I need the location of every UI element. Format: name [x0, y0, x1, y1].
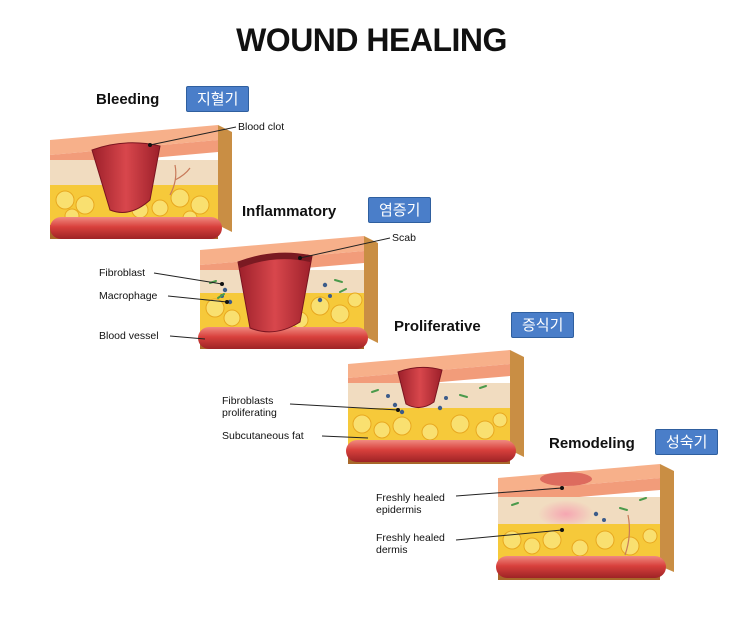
label-blood-vessel: Blood vessel [99, 330, 159, 342]
wound [397, 366, 443, 408]
diagram-title: WOUND HEALING [236, 22, 507, 58]
label-scab: Scab [392, 232, 416, 244]
leader-scab [299, 237, 391, 259]
label-fibroblast: Fibroblast [99, 267, 146, 279]
block-top [50, 125, 218, 155]
leader-lines [149, 126, 563, 541]
label-fibroblasts-proliferating: Fibroblasts proliferating [222, 395, 277, 419]
label-macrophage: Macrophage [99, 290, 158, 302]
stage-label-remodeling: Remodeling [549, 435, 635, 452]
stage-badge-inflammatory: 염증기 [368, 197, 432, 223]
label-subcutaneous-fat: Subcutaneous fat [222, 430, 304, 442]
block-side [364, 236, 378, 343]
stage-badge-remodeling: 성숙기 [655, 429, 719, 455]
label-freshly-healed-dermis: Freshly healed dermis [376, 532, 445, 556]
immune-cells [220, 282, 332, 305]
block-top [200, 236, 364, 265]
stage-label-proliferative: Proliferative [394, 318, 481, 335]
leader-blood-vessel [169, 335, 206, 340]
label-line: proliferating [222, 407, 277, 419]
stage-label-inflammatory: Inflammatory [242, 203, 337, 220]
scab [238, 253, 312, 268]
label-freshly-healed-epidermis: Freshly healed epidermis [376, 492, 445, 516]
label-line: epidermis [376, 504, 422, 516]
inflammatory-skin-block [198, 236, 378, 349]
leader-dots [148, 143, 564, 532]
label-line: Freshly healed [376, 492, 445, 504]
remodeling-skin-block [496, 464, 674, 580]
label-blood-clot: Blood clot [238, 121, 285, 133]
leader-macrophage [167, 295, 228, 303]
fat-cells [352, 412, 508, 441]
immune-cells [593, 511, 606, 522]
leader-healed-dermis [455, 529, 563, 541]
proliferating-fibroblasts [386, 394, 448, 415]
leader-subcutaneous-fat [321, 435, 369, 439]
label-line: Fibroblasts [222, 395, 274, 407]
block-side [660, 464, 674, 572]
leader-fibroblast [153, 272, 223, 285]
stage-badge-proliferative: 증식기 [511, 312, 575, 338]
proliferative-skin-block [346, 350, 524, 464]
stage-badge-bleeding: 지혈기 [186, 86, 250, 112]
leader-fibroblasts-proliferating [289, 403, 399, 411]
block-top [348, 350, 510, 378]
blood-vessel [496, 556, 666, 578]
block-side [218, 125, 232, 232]
label-line: dermis [376, 544, 408, 556]
blood-vessel [50, 217, 222, 239]
fibroblast-cells [511, 497, 647, 511]
blood-vessel [346, 440, 516, 462]
nerve-fiber [169, 164, 191, 196]
fibroblast-cells [371, 385, 487, 398]
stage-label-bleeding: Bleeding [96, 91, 160, 108]
nerve-fiber [624, 514, 631, 556]
leader-healed-epidermis [455, 487, 563, 497]
leader-blood-clot [149, 126, 237, 146]
healed-epidermis-mark [540, 472, 592, 486]
healed-dermis-glow [538, 500, 594, 528]
fat-cells [205, 292, 363, 329]
bleeding-skin-block [50, 125, 232, 239]
block-side [510, 350, 524, 457]
label-line: Freshly healed [376, 532, 445, 544]
blood-vessel [198, 327, 368, 349]
blood-clot [91, 142, 161, 213]
